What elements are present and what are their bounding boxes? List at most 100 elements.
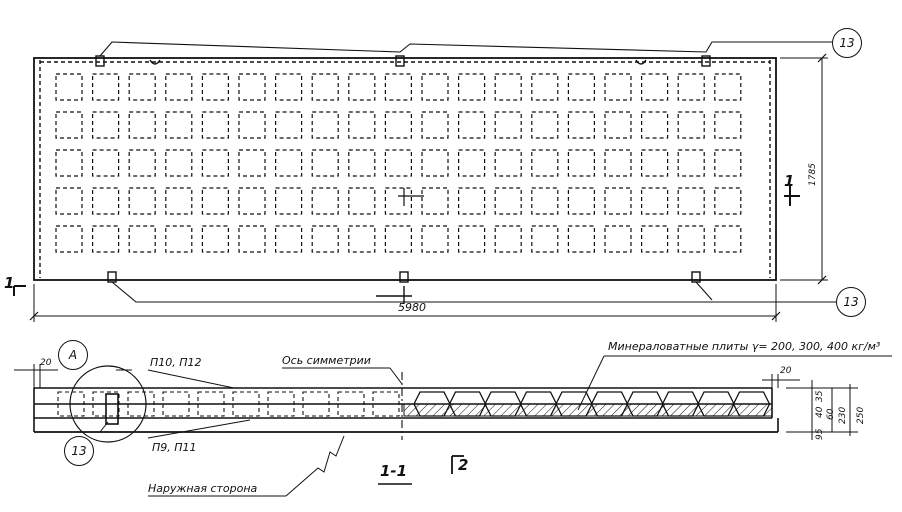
- opening-cell: [201, 187, 229, 215]
- opening-cell: [567, 111, 596, 139]
- opening-cell: [714, 73, 742, 101]
- outer-side-label: Наружная сторона: [148, 482, 258, 495]
- opening-cell: [494, 225, 522, 253]
- section-void: [337, 391, 365, 417]
- opening-cell: [275, 73, 303, 101]
- opening-cell: [531, 187, 559, 215]
- loop-top-3: [701, 55, 711, 67]
- opening-cell: [458, 73, 486, 101]
- opening-cell: [238, 187, 266, 215]
- opening-cell: [201, 149, 229, 177]
- opening-cell: [128, 111, 156, 139]
- opening-cell: [238, 73, 266, 101]
- dim-250: 250: [856, 406, 866, 424]
- section-ref: 2: [458, 456, 469, 474]
- loop-bottom-2: [399, 271, 409, 283]
- opening-cell: [604, 73, 632, 101]
- opening-cell: [458, 111, 486, 139]
- opening-cell: [165, 73, 193, 101]
- opening-cell: [714, 187, 742, 215]
- opening-cell: [640, 149, 669, 177]
- opening-cell: [677, 225, 705, 253]
- opening-cell: [714, 225, 742, 253]
- opening-cell: [421, 149, 449, 177]
- opening-cell: [677, 111, 705, 139]
- opening-grid: [55, 73, 742, 253]
- opening-cell: [384, 187, 412, 215]
- opening-cell: [275, 225, 303, 253]
- arc-mark-1: [149, 59, 161, 65]
- opening-cell: [275, 149, 303, 177]
- opening-cell: [640, 73, 669, 101]
- opening-cell: [458, 225, 486, 253]
- section-void: [162, 391, 190, 417]
- opening-cell: [494, 149, 522, 177]
- opening-cell: [531, 73, 559, 101]
- opening-cell: [384, 149, 412, 177]
- opening-cell: [604, 111, 632, 139]
- opening-cell: [531, 149, 559, 177]
- opening-cell: [421, 187, 449, 215]
- dim-230: 230: [838, 406, 848, 424]
- opening-cell: [567, 187, 596, 215]
- opening-cell: [531, 225, 559, 253]
- section-void: [232, 391, 260, 417]
- opening-cell: [458, 187, 486, 215]
- leader-top: [99, 41, 832, 57]
- opening-cell: [640, 225, 669, 253]
- opening-cell: [567, 149, 596, 177]
- opening-cell: [55, 149, 83, 177]
- callout-13-section: 13: [64, 436, 94, 466]
- opening-cell: [165, 225, 193, 253]
- opening-cell: [348, 111, 376, 139]
- opening-cell: [311, 149, 339, 177]
- label-top-panels: П10, П12: [150, 356, 202, 369]
- callout-a: A: [58, 340, 88, 370]
- opening-cell: [677, 73, 705, 101]
- opening-cell: [238, 111, 266, 139]
- dim-length-label: 5980: [398, 301, 426, 314]
- dim-60: 60: [826, 408, 836, 420]
- opening-cell: [348, 73, 376, 101]
- opening-cell: [91, 73, 120, 101]
- opening-cell: [458, 149, 486, 177]
- insulation-label: Минераловатные плиты γ= 200, 300, 400 кг…: [608, 340, 881, 353]
- dim-40: 40: [815, 406, 825, 418]
- opening-cell: [128, 225, 156, 253]
- opening-cell: [55, 187, 83, 215]
- opening-cell: [55, 73, 83, 101]
- opening-cell: [91, 111, 120, 139]
- opening-cell: [348, 187, 376, 215]
- opening-cell: [165, 149, 193, 177]
- opening-cell: [275, 111, 303, 139]
- opening-cell: [165, 111, 193, 139]
- opening-cell: [311, 187, 339, 215]
- opening-cell: [128, 73, 156, 101]
- opening-cell: [677, 187, 705, 215]
- opening-cell: [714, 111, 742, 139]
- symmetry-axis-label: Ось симметрии: [282, 354, 371, 367]
- opening-cell: [384, 73, 412, 101]
- opening-cell: [384, 111, 412, 139]
- dim-height-label: 1785: [808, 163, 818, 186]
- opening-cell: [201, 225, 229, 253]
- opening-cell: [311, 225, 339, 253]
- opening-cell: [128, 187, 156, 215]
- dim-20-right: 20: [780, 366, 792, 376]
- opening-cell: [55, 111, 83, 139]
- opening-cell: [567, 73, 596, 101]
- opening-cell: [55, 225, 83, 253]
- opening-cell: [640, 111, 669, 139]
- opening-cell: [421, 73, 449, 101]
- opening-cell: [275, 187, 303, 215]
- opening-cell: [238, 149, 266, 177]
- opening-cell: [604, 225, 632, 253]
- opening-cell: [640, 187, 669, 215]
- opening-cell: [201, 111, 229, 139]
- section-void: [127, 391, 155, 417]
- panel-outline: [33, 57, 777, 281]
- opening-cell: [128, 149, 156, 177]
- opening-cell: [348, 225, 376, 253]
- loop-top-2: [395, 55, 405, 67]
